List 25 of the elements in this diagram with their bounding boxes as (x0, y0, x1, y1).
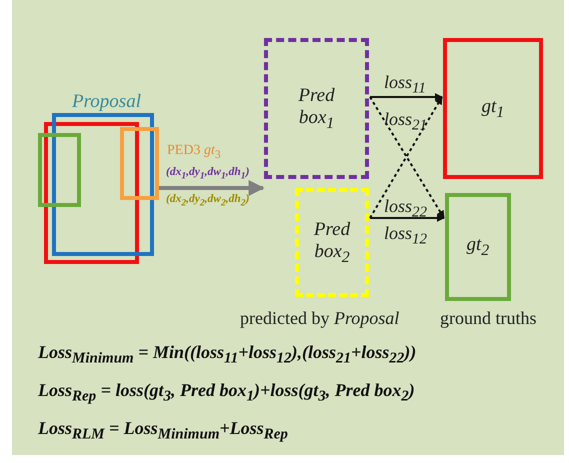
box-label: PED3 gt$_{3}$ (167, 143, 221, 161)
arrow (370, 214, 445, 222)
box-label: Pred box$_{1}$ (297, 84, 336, 132)
edge-label: loss$_{12}$ (384, 223, 428, 249)
dashed-box (295, 188, 369, 297)
rectangle (38, 133, 81, 207)
rectangle (44, 122, 139, 264)
caption-text: predicted by Proposal (240, 308, 400, 329)
edge-label: (dx$_{1}$,dy$_{1}$,dw$_{1}$,dh$_{1}$) (166, 166, 250, 182)
box (443, 38, 543, 179)
edge-label: (dx$_{2}$,dy$_{2}$,dw$_{2}$,dh$_{2}$) (166, 193, 250, 208)
caption-text: ground truths (440, 308, 536, 329)
arrow (370, 93, 443, 101)
formula-text: Loss$_{RLM}$ = Loss$_{Minimum}$+Loss$_{Rep}$ (38, 418, 288, 444)
dashed-box (264, 38, 369, 179)
box (445, 193, 511, 301)
edge-label: loss$_{22}$ (384, 196, 428, 222)
formula-text: Loss$_{Rep}$ = loss(gt$_{3}$, Pred box$_{1}$)+loss(gt$_{3}$, Pred box$_{2}$) (38, 380, 415, 406)
edge-label: loss$_{11}$ (384, 72, 426, 98)
box-label: gt$_{2}$ (466, 234, 490, 260)
formula-text: Loss$_{Minimum}$ = Min((loss$_{11}$+loss$_{12}$),(loss$_{21}$+loss$_{22}$)) (38, 342, 416, 368)
box-label: gt$_{1}$ (482, 96, 504, 122)
box-title: Proposal (72, 91, 141, 113)
box-label: Pred box$_{2}$ (312, 218, 352, 266)
edge-label: loss$_{21}$ (384, 109, 428, 135)
